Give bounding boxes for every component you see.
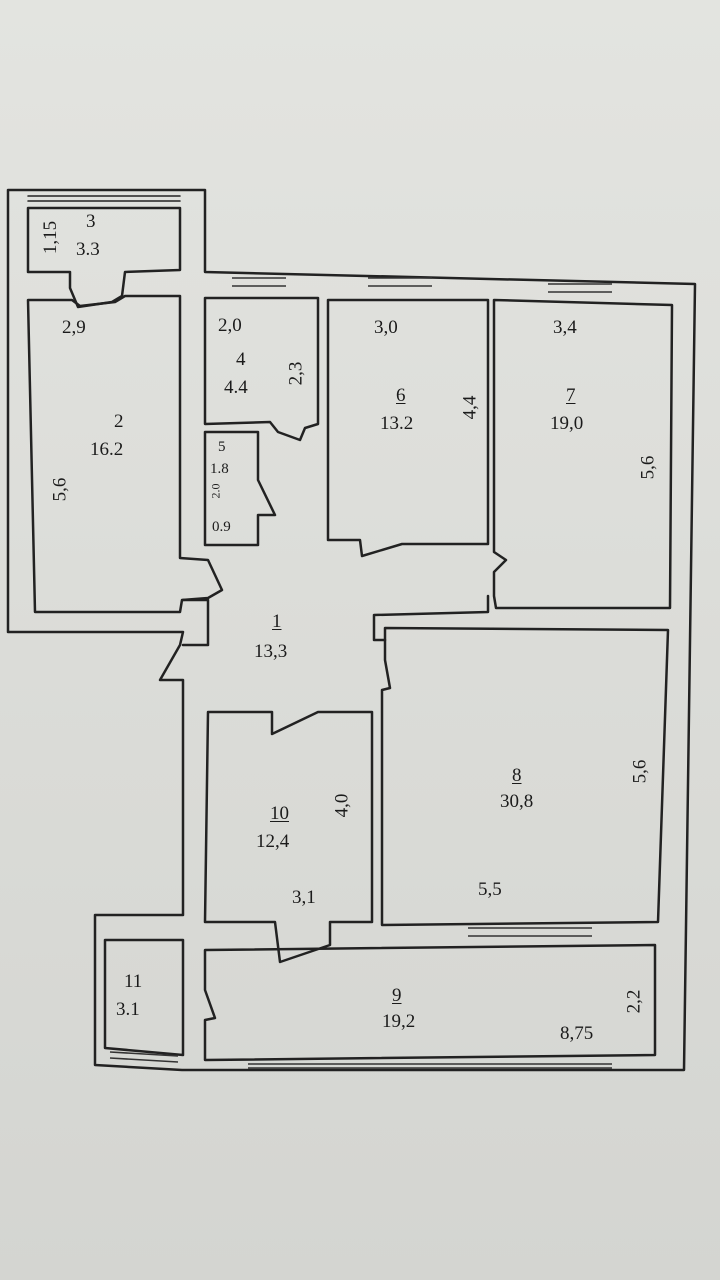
room-2-length-label: 5,6 — [49, 477, 71, 502]
room-4-length-label: 2,3 — [285, 361, 307, 386]
room-5-walls — [203, 430, 277, 547]
room-10-area: 12,4 — [256, 831, 290, 852]
window-room-4 — [232, 277, 286, 287]
room-9-area: 19,2 — [382, 1011, 416, 1032]
hall-walls — [181, 594, 490, 647]
room-10-width-label: 3,1 — [292, 887, 316, 908]
room-6-number: 6 — [396, 385, 406, 406]
room-10-number: 10 — [270, 803, 289, 824]
room-11-area: 3.1 — [116, 999, 140, 1020]
room-8-number: 8 — [512, 765, 522, 786]
room-9-width-label: 2,2 — [623, 989, 645, 1014]
room-5-length-label: 2.0 — [208, 483, 223, 499]
room-9-walls — [203, 943, 657, 1062]
room-4-width-label: 2,0 — [218, 315, 242, 336]
room-1-area: 13,3 — [254, 641, 288, 662]
room-3-number: 3 — [86, 211, 96, 232]
room-4-area: 4.4 — [224, 377, 248, 398]
room-4-number: 4 — [236, 349, 246, 370]
room-10-length-label: 4,0 — [331, 793, 353, 818]
room-7-number: 7 — [566, 385, 576, 406]
room-6-walls — [326, 298, 490, 558]
room-2-width-label: 2,9 — [62, 317, 86, 338]
window-room-6 — [368, 277, 432, 287]
room-11-walls — [103, 938, 185, 1057]
room-8-area: 30,8 — [500, 791, 534, 812]
window-room-9 — [248, 1063, 612, 1069]
room-7-walls — [492, 298, 674, 610]
room-3-area: 3.3 — [76, 239, 100, 260]
room-6-width-label: 3,0 — [374, 317, 398, 338]
balcony-rail — [27, 195, 181, 202]
room-6-area: 13.2 — [380, 413, 414, 434]
room-3-width-label: 1,15 — [40, 220, 62, 255]
window-room-11 — [109, 1051, 179, 1063]
room-2-walls — [26, 294, 224, 614]
room-5-number: 5 — [218, 439, 226, 455]
room-9-length-label: 8,75 — [560, 1023, 594, 1044]
room-9-number: 9 — [392, 985, 402, 1006]
room-2-number: 2 — [114, 411, 124, 432]
room-4-walls — [203, 296, 320, 442]
room-5-area: 1.8 — [210, 461, 229, 477]
window-room-8 — [468, 927, 592, 937]
room-1-number: 1 — [272, 611, 282, 632]
window-room-7 — [548, 283, 612, 293]
room-10-walls — [203, 710, 374, 964]
room-7-length-label: 5,6 — [637, 455, 659, 480]
room-7-area: 19,0 — [550, 413, 584, 434]
room-8-width-label: 5,5 — [478, 879, 502, 900]
room-5-width-label: 0.9 — [212, 519, 231, 535]
room-7-width-label: 3,4 — [553, 317, 577, 338]
outer-wall — [6, 188, 697, 1072]
room-2-area: 16.2 — [90, 439, 124, 460]
room-11-number: 11 — [124, 971, 143, 992]
room-8-walls — [380, 626, 670, 927]
room-8-length-label: 5,6 — [629, 759, 651, 784]
room-6-length-label: 4,4 — [459, 395, 481, 420]
